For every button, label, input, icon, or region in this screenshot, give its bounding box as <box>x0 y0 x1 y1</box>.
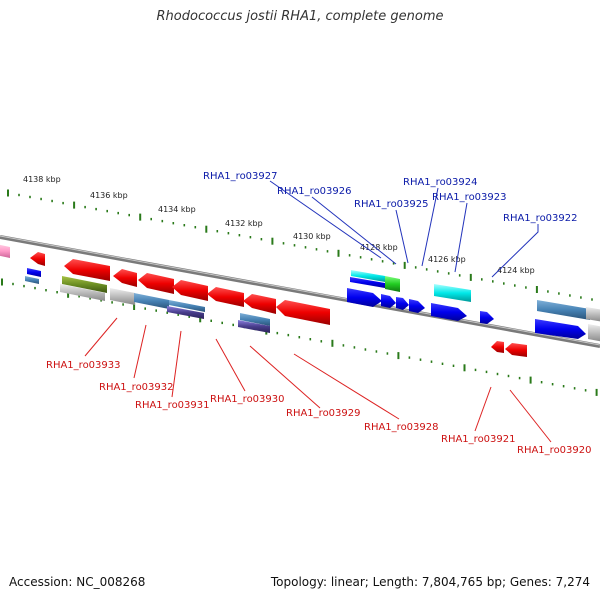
ruler-label-4126: 4126 kbp <box>428 255 466 264</box>
genome-stats-text: Topology: linear; Length: 7,804,765 bp; … <box>270 575 590 589</box>
accession-text: Accession: NC_008268 <box>9 575 146 589</box>
map-title: Rhodococcus jostii RHA1, complete genome <box>156 9 444 24</box>
gene-label-ro03923[interactable]: RHA1_ro03923 <box>432 192 507 203</box>
genome-backbone-highlight <box>0 235 600 346</box>
gene-feature-ro03920[interactable] <box>505 343 527 357</box>
gene-label-ro03924[interactable]: RHA1_ro03924 <box>403 177 478 188</box>
leader-line-ro03930 <box>215 338 246 392</box>
leader-line-ro03926 <box>311 196 397 265</box>
gene-feature-pink[interactable] <box>0 244 10 258</box>
gene-feature[interactable] <box>385 276 400 292</box>
gene-feature[interactable] <box>25 276 39 284</box>
ruler-label-4124: 4124 kbp <box>497 266 535 275</box>
leader-line-ro03925 <box>395 209 409 264</box>
leader-line-ro03920 <box>509 389 552 443</box>
gene-feature-ro03924[interactable] <box>431 303 467 321</box>
leader-line-ro03931 <box>171 330 182 398</box>
gene-feature[interactable] <box>537 300 590 320</box>
ruler-label-4132: 4132 kbp <box>225 219 263 228</box>
ruler-label-4136: 4136 kbp <box>90 191 128 200</box>
gene-feature[interactable] <box>167 306 204 319</box>
gene-label-ro03928[interactable]: RHA1_ro03928 <box>364 422 439 433</box>
leader-line-ro03932 <box>133 324 147 379</box>
leader-line-ro03922 <box>491 224 539 278</box>
leader-line-ro03933 <box>84 317 118 357</box>
gene-feature[interactable] <box>243 294 276 314</box>
ruler-label-4138: 4138 kbp <box>23 175 61 184</box>
gene-feature[interactable] <box>535 319 586 339</box>
ruler-label-4128: 4128 kbp <box>360 243 398 252</box>
gene-feature[interactable] <box>588 324 600 342</box>
gene-feature-ro03927[interactable] <box>347 288 382 307</box>
gene-label-ro03930[interactable]: RHA1_ro03930 <box>210 394 285 405</box>
gene-feature[interactable] <box>207 287 244 307</box>
gene-feature-ro03922[interactable] <box>480 311 494 324</box>
leader-line-ro03921 <box>474 386 492 432</box>
leader-line-ro03929 <box>249 345 321 409</box>
gene-label-ro03933[interactable]: RHA1_ro03933 <box>46 360 121 371</box>
gene-feature[interactable] <box>134 293 169 309</box>
gene-feature[interactable] <box>350 277 385 288</box>
gene-label-ro03921[interactable]: RHA1_ro03921 <box>441 434 516 445</box>
gene-feature[interactable] <box>240 313 270 326</box>
gene-label-ro03929[interactable]: RHA1_ro03929 <box>286 408 361 419</box>
gene-feature[interactable] <box>30 252 45 266</box>
gene-feature-ro03928[interactable] <box>276 300 330 325</box>
gene-label-ro03931[interactable]: RHA1_ro03931 <box>135 400 210 411</box>
gene-feature[interactable] <box>586 307 600 322</box>
gene-feature[interactable] <box>110 288 135 305</box>
genome-backbone <box>0 235 600 348</box>
ruler-label-4130: 4130 kbp <box>293 232 331 241</box>
gene-feature-ro03921[interactable] <box>491 341 504 353</box>
leader-line-ro03924 <box>421 187 439 267</box>
gene-feature[interactable] <box>62 276 107 293</box>
gene-label-ro03925[interactable]: RHA1_ro03925 <box>354 199 429 210</box>
gene-label-ro03926[interactable]: RHA1_ro03926 <box>277 186 352 197</box>
gene-feature[interactable] <box>169 300 205 312</box>
gene-label-ro03922[interactable]: RHA1_ro03922 <box>503 213 578 224</box>
leader-line-ro03923 <box>454 202 468 273</box>
gene-feature[interactable] <box>113 269 137 287</box>
scale-ruler-bottom <box>1 278 598 396</box>
gene-feature[interactable] <box>138 273 174 294</box>
gene-feature-ro03926[interactable] <box>381 294 396 308</box>
gene-feature[interactable] <box>27 268 41 277</box>
gene-feature[interactable] <box>396 297 409 310</box>
gene-feature[interactable] <box>60 284 105 301</box>
gene-feature-ro03925[interactable] <box>409 299 425 313</box>
gene-feature-ro03923[interactable] <box>434 284 471 302</box>
gene-label-ro03927[interactable]: RHA1_ro03927 <box>203 171 278 182</box>
ruler-label-4134: 4134 kbp <box>158 205 196 214</box>
gene-feature[interactable] <box>172 280 208 301</box>
gene-feature-ro03933[interactable] <box>64 259 110 281</box>
leader-line-ro03928 <box>293 353 400 420</box>
leader-line-ro03927 <box>269 180 382 259</box>
gene-label-ro03920[interactable]: RHA1_ro03920 <box>517 445 592 456</box>
gene-feature[interactable] <box>238 320 270 333</box>
gene-feature[interactable] <box>351 270 385 282</box>
gene-label-ro03932[interactable]: RHA1_ro03932 <box>99 382 174 393</box>
